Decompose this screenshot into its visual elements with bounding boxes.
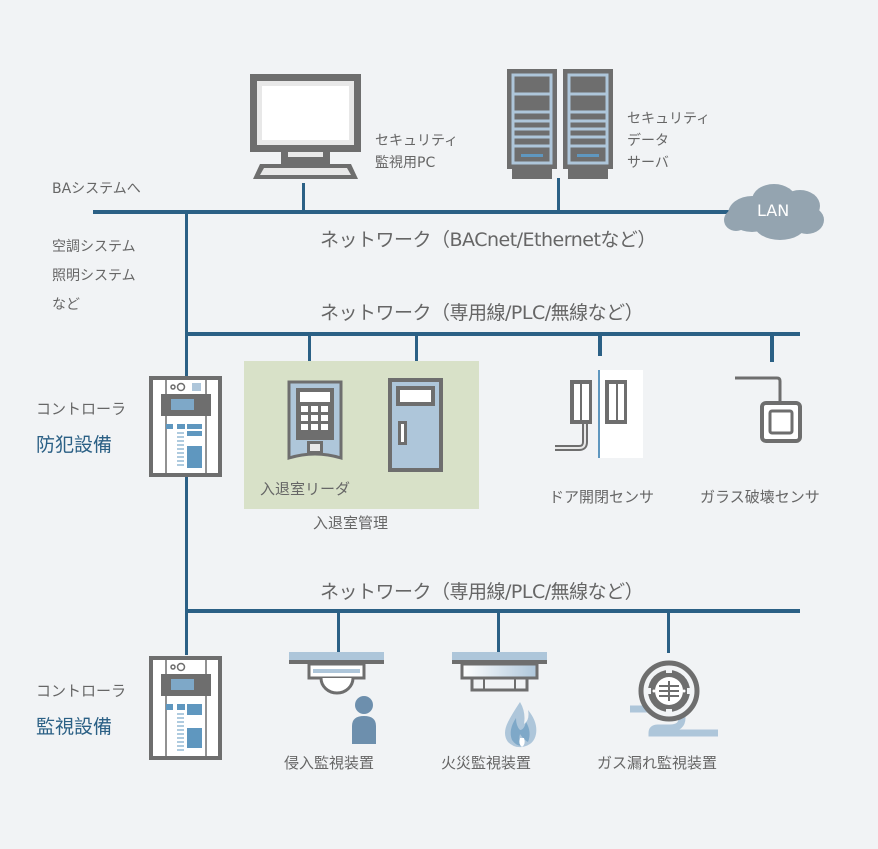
camera-drop-line xyxy=(337,611,340,656)
access-group-label: 入退室管理 xyxy=(313,514,389,532)
person-icon xyxy=(352,696,376,744)
server-label: セキュリティ データ サーバ xyxy=(627,111,711,171)
fire-monitor-label: 火災監視装置 xyxy=(441,754,532,772)
pc-drop-line xyxy=(302,183,305,211)
monitoring-controller-icon xyxy=(149,656,222,760)
fire-detector-icon xyxy=(452,652,547,692)
pc-label: セキュリティ 監視用PC xyxy=(375,133,459,171)
dome-camera-icon xyxy=(289,652,384,695)
glass-sensor-label: ガラス破壊センサ xyxy=(700,488,820,506)
security-system-label: 防犯設備 xyxy=(36,434,113,456)
intrusion-monitor-label: 侵入監視装置 xyxy=(284,754,375,772)
server-rack-right xyxy=(563,69,613,179)
main-network-line xyxy=(93,210,733,214)
security-controller-icon xyxy=(149,376,222,477)
door-sensor-label: ドア開閉センサ xyxy=(549,488,655,506)
glass-break-sensor-icon xyxy=(735,376,802,443)
gas-detector-icon xyxy=(638,660,700,722)
monitor-pc-icon xyxy=(250,74,361,179)
server-rack-left xyxy=(507,69,557,179)
security-network-label: ネットワーク（専用線/PLC/無線など） xyxy=(320,302,644,324)
monitoring-system-label: 監視設備 xyxy=(36,716,113,738)
access-cabinet-icon xyxy=(388,378,443,472)
glass-sensor-drop-line xyxy=(770,334,774,362)
monitoring-network-label: ネットワーク（専用線/PLC/無線など） xyxy=(320,581,644,603)
card-reader-icon xyxy=(287,380,343,461)
lan-cloud-icon xyxy=(724,184,824,240)
main-network-label: ネットワーク（BACnet/Ethernetなど） xyxy=(320,229,656,251)
door-sensor-drop-line xyxy=(598,334,602,356)
ba-systems-list: 空調システム 照明システム など xyxy=(52,239,136,313)
gas-monitor-label: ガス漏れ監視装置 xyxy=(597,754,718,772)
ba-system-label: BAシステムへ xyxy=(52,181,141,197)
reader-drop-line xyxy=(308,334,311,380)
server-rack-icon xyxy=(507,69,613,179)
security-network-line xyxy=(185,332,800,336)
gas-drop-line xyxy=(667,611,670,653)
door-sensor-icon xyxy=(555,370,643,458)
monitoring-network-line xyxy=(185,609,800,613)
security-controller-label: コントローラ xyxy=(36,400,127,418)
monitoring-controller-label: コントローラ xyxy=(36,682,127,700)
reader-label: 入退室リーダ xyxy=(260,480,351,498)
flame-icon xyxy=(505,702,537,748)
lan-label: LAN xyxy=(757,201,790,220)
cabinet-drop-line xyxy=(415,334,418,380)
server-drop-line xyxy=(557,178,560,211)
fire-drop-line xyxy=(497,611,500,653)
